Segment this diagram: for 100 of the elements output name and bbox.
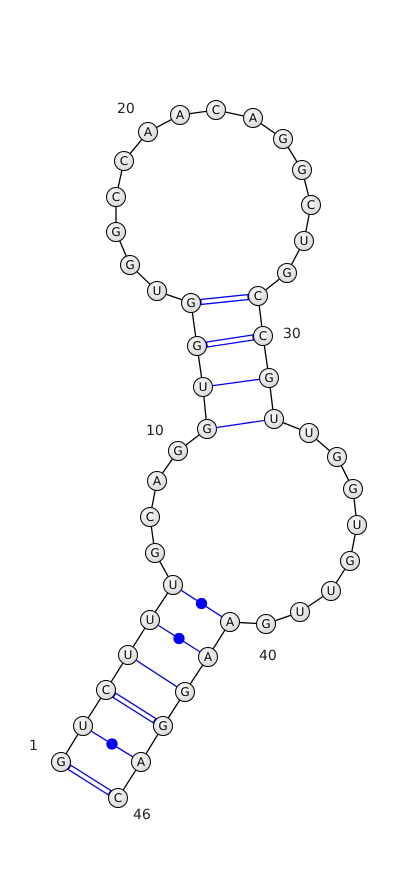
nucleotide-circle: A	[138, 122, 158, 142]
backbone-line	[304, 180, 310, 196]
backbone-line	[159, 561, 169, 577]
base-pair-line	[67, 764, 112, 796]
nucleotide-circle: G	[120, 255, 140, 275]
nucleotide-circle: G	[327, 447, 347, 467]
nucleotide-circle: A	[170, 105, 190, 125]
backbone-line	[226, 111, 244, 117]
backbone-line	[212, 630, 226, 649]
nucleotide-circle: C	[253, 326, 273, 346]
backbone-line	[118, 170, 122, 188]
nucleotide-circle: G	[153, 716, 173, 736]
nucleotide-circle: G	[259, 368, 279, 388]
nucleotide-circle: U	[321, 581, 341, 601]
nucleotide-circle: G	[187, 336, 207, 356]
nucleotide-circle: C	[248, 286, 268, 306]
base-pair-line	[90, 730, 134, 758]
nucleotide-circle: C	[114, 151, 134, 171]
nucleotide-circle: U	[347, 515, 367, 535]
nucleotide-circle: U	[147, 281, 167, 301]
backbone-line	[336, 569, 346, 583]
nucleotide-circle: U	[299, 423, 319, 443]
backbone-line	[198, 356, 202, 378]
nucleotide-circle: G	[168, 441, 188, 461]
nucleotide-circle: G	[340, 551, 360, 571]
backbone-line	[168, 700, 180, 718]
base-pair-line	[206, 334, 254, 348]
nucleotide-circle: G	[343, 479, 363, 499]
backbone-line	[351, 534, 356, 552]
nucleotide-circle: A	[147, 471, 167, 491]
backbone-line	[190, 110, 206, 114]
backbone-line	[283, 422, 300, 430]
nucleotide-circle: U	[264, 409, 284, 429]
nucleotide-circle: G	[273, 129, 293, 149]
backbone-line	[340, 466, 350, 480]
nucleotide-circle: G	[106, 222, 126, 242]
base-pair-line	[158, 624, 200, 652]
backbone-line	[146, 734, 158, 754]
nucleotide-circle: A	[243, 108, 263, 128]
backbone-line	[305, 214, 310, 232]
backbone-line	[258, 306, 262, 326]
nucleotide-circle: C	[96, 680, 116, 700]
backbone-line	[270, 388, 274, 410]
nucleotide-circle: G	[181, 293, 201, 313]
nucleotide-circle: A	[220, 612, 240, 632]
backbone-line	[110, 663, 124, 682]
backbone-line	[291, 250, 300, 264]
nucleotide-circle: C	[206, 100, 226, 120]
position-number: 40	[259, 648, 277, 664]
backbone-line	[150, 526, 154, 544]
backbone-line	[130, 139, 142, 154]
nucleotide-circle: C	[140, 507, 160, 527]
backbone-line	[115, 207, 117, 222]
nucleotide-circle: G	[51, 752, 71, 772]
backbone-line	[122, 770, 136, 790]
backbone-line	[275, 614, 291, 622]
backbone-line	[203, 396, 207, 420]
backbone-line	[162, 458, 173, 474]
nucleotide-circle: A	[198, 647, 218, 667]
base-pair-line	[136, 660, 177, 688]
backbone-line	[136, 271, 150, 285]
backbone-line	[240, 622, 256, 624]
backbone-line	[264, 346, 268, 368]
nucleotide-circle: G	[175, 682, 195, 702]
backbone-line	[308, 596, 324, 607]
backbone-line	[192, 312, 196, 336]
nucleotide-circle: A	[131, 752, 151, 772]
nucleotide-circle: G	[292, 160, 312, 180]
nucleotide-circle: U	[294, 231, 314, 251]
position-number: 46	[133, 807, 151, 823]
nucleotide-circle: C	[108, 788, 128, 808]
nucleotide-circle: U	[163, 575, 183, 595]
backbone-line	[260, 123, 276, 134]
nucleotide-circle: U	[140, 610, 160, 630]
nucleotide-circle: G	[277, 263, 297, 283]
nucleotide-circle: G	[197, 419, 217, 439]
backbone-line	[119, 240, 127, 256]
backbone-line	[353, 498, 357, 516]
backbone-line	[88, 698, 102, 718]
base-pair-line	[216, 420, 264, 428]
backbone-line	[190, 665, 204, 684]
backbone-line	[66, 734, 78, 754]
backbone-line	[288, 147, 298, 162]
base-pair-line	[200, 294, 250, 306]
backbone-line	[132, 628, 146, 647]
base-pair-line	[212, 378, 260, 386]
backbone-line	[265, 278, 280, 290]
backbone-line	[154, 593, 168, 612]
nucleotide-circle: G	[256, 614, 276, 634]
backbone-line	[156, 119, 172, 128]
nucleotide-circle: C	[106, 187, 126, 207]
nucleotide-circle: U	[193, 377, 213, 397]
position-number: 1	[29, 738, 38, 754]
nucleotide-circle: U	[118, 645, 138, 665]
base-pair-line	[180, 590, 222, 618]
position-number: 20	[117, 101, 135, 117]
nucleotide-circle: G	[145, 543, 165, 563]
nucleotide-circle: U	[73, 716, 93, 736]
nucleotide-circle: C	[301, 195, 321, 215]
position-number: 10	[146, 423, 164, 439]
